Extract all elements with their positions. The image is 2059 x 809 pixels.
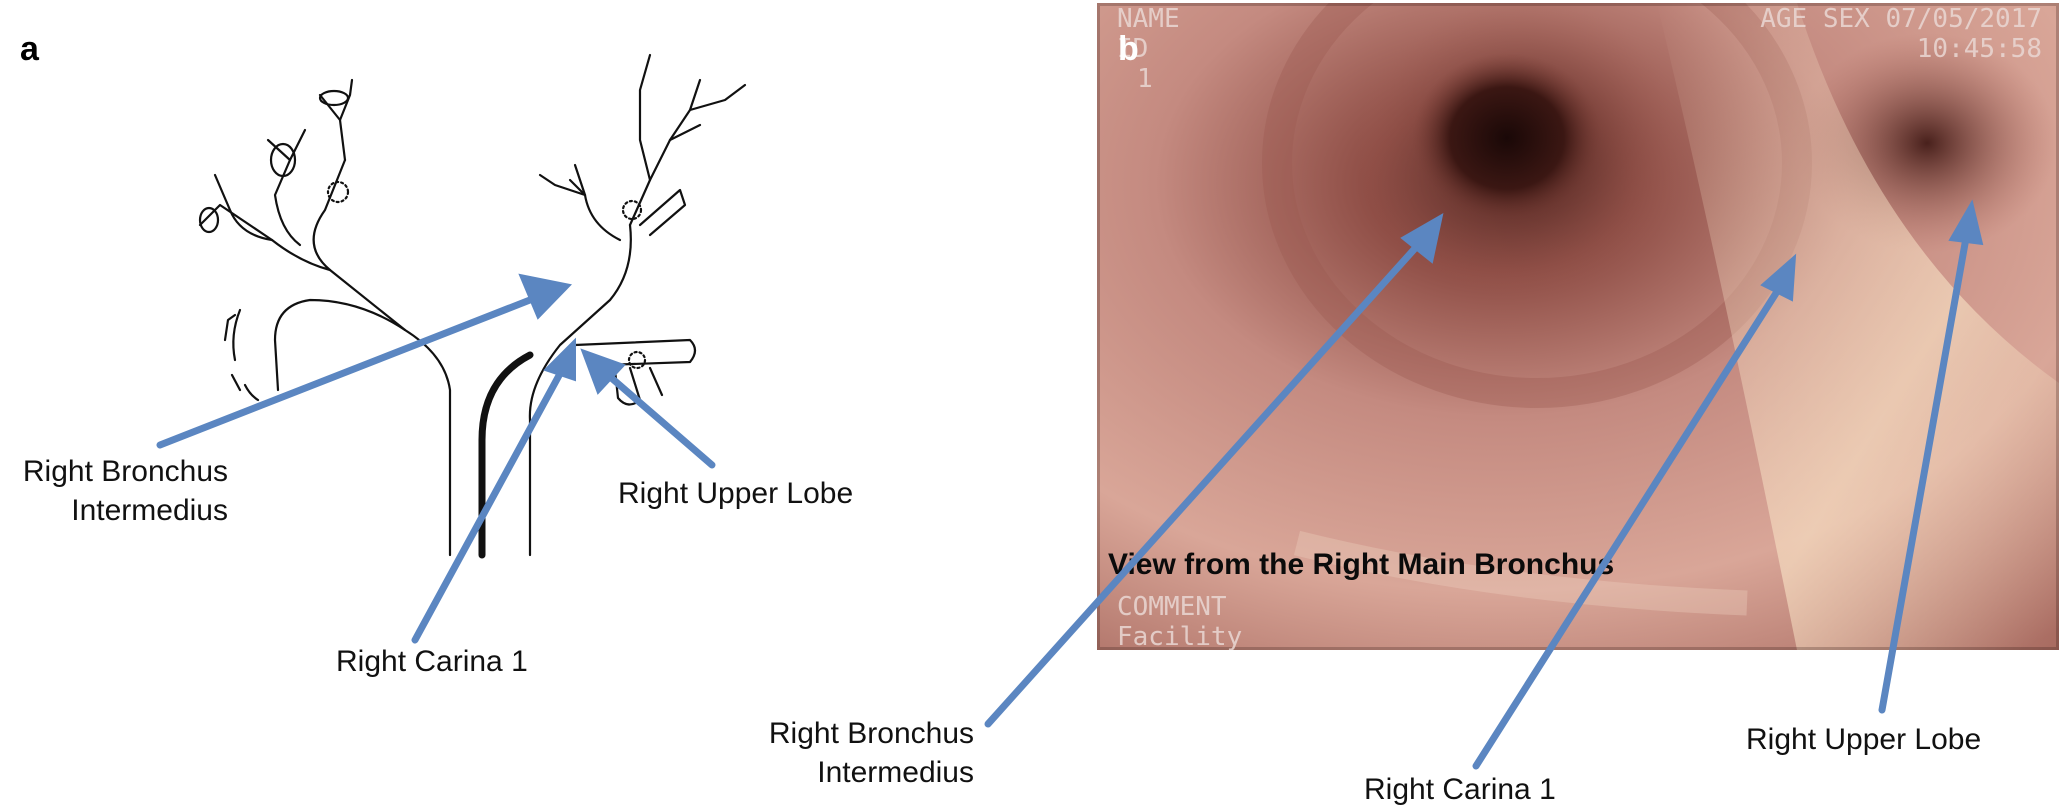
arrow-b-upper-lobe bbox=[1878, 234, 1970, 714]
arrow-a-carina bbox=[411, 366, 566, 644]
label-a-upper-lobe: Right Upper Lobe bbox=[618, 477, 854, 510]
osd-comment: COMMENT bbox=[1117, 592, 1227, 622]
osd-number: 1 bbox=[1137, 64, 1153, 94]
bronchoscopy-image: NAME ID 1 AGE SEX 07/05/2017 10:45:58 CO… bbox=[1097, 3, 2059, 650]
panel-a-letter: a bbox=[20, 30, 39, 68]
osd-time: 10:45:58 bbox=[1917, 34, 2042, 64]
osd-age-sex-date: AGE SEX 07/05/2017 bbox=[1760, 4, 2042, 34]
osd-name: NAME bbox=[1117, 4, 1180, 34]
osd-id: ID bbox=[1117, 34, 1148, 64]
label-a-carina: Right Carina 1 bbox=[336, 645, 528, 678]
label-b-carina: Right Carina 1 bbox=[1364, 773, 1556, 806]
label-b-upper-lobe: Right Upper Lobe bbox=[1746, 723, 1982, 756]
image-caption: View from the Right Main Bronchus bbox=[1108, 548, 1615, 581]
label-line: Right Bronchus bbox=[22, 455, 228, 488]
arrow-a-bronchus-intermedius bbox=[156, 294, 539, 449]
label-b-bronchus-intermedius: Right Bronchus Intermedius bbox=[700, 714, 974, 792]
arrow-a-upper-lobe bbox=[604, 371, 716, 469]
arrow-b-bronchus-intermedius bbox=[984, 241, 1422, 728]
label-line: Intermedius bbox=[71, 494, 228, 527]
label-line: Intermedius bbox=[817, 756, 974, 789]
arrow-b-carina bbox=[1472, 286, 1782, 770]
bronchial-tree-drawing bbox=[156, 53, 747, 644]
label-a-bronchus-intermedius: Right Bronchus Intermedius bbox=[0, 452, 228, 530]
label-line: Right Bronchus bbox=[768, 717, 974, 750]
panel-b-letter: b bbox=[1118, 30, 1139, 68]
osd-facility: Facility bbox=[1117, 622, 1242, 650]
